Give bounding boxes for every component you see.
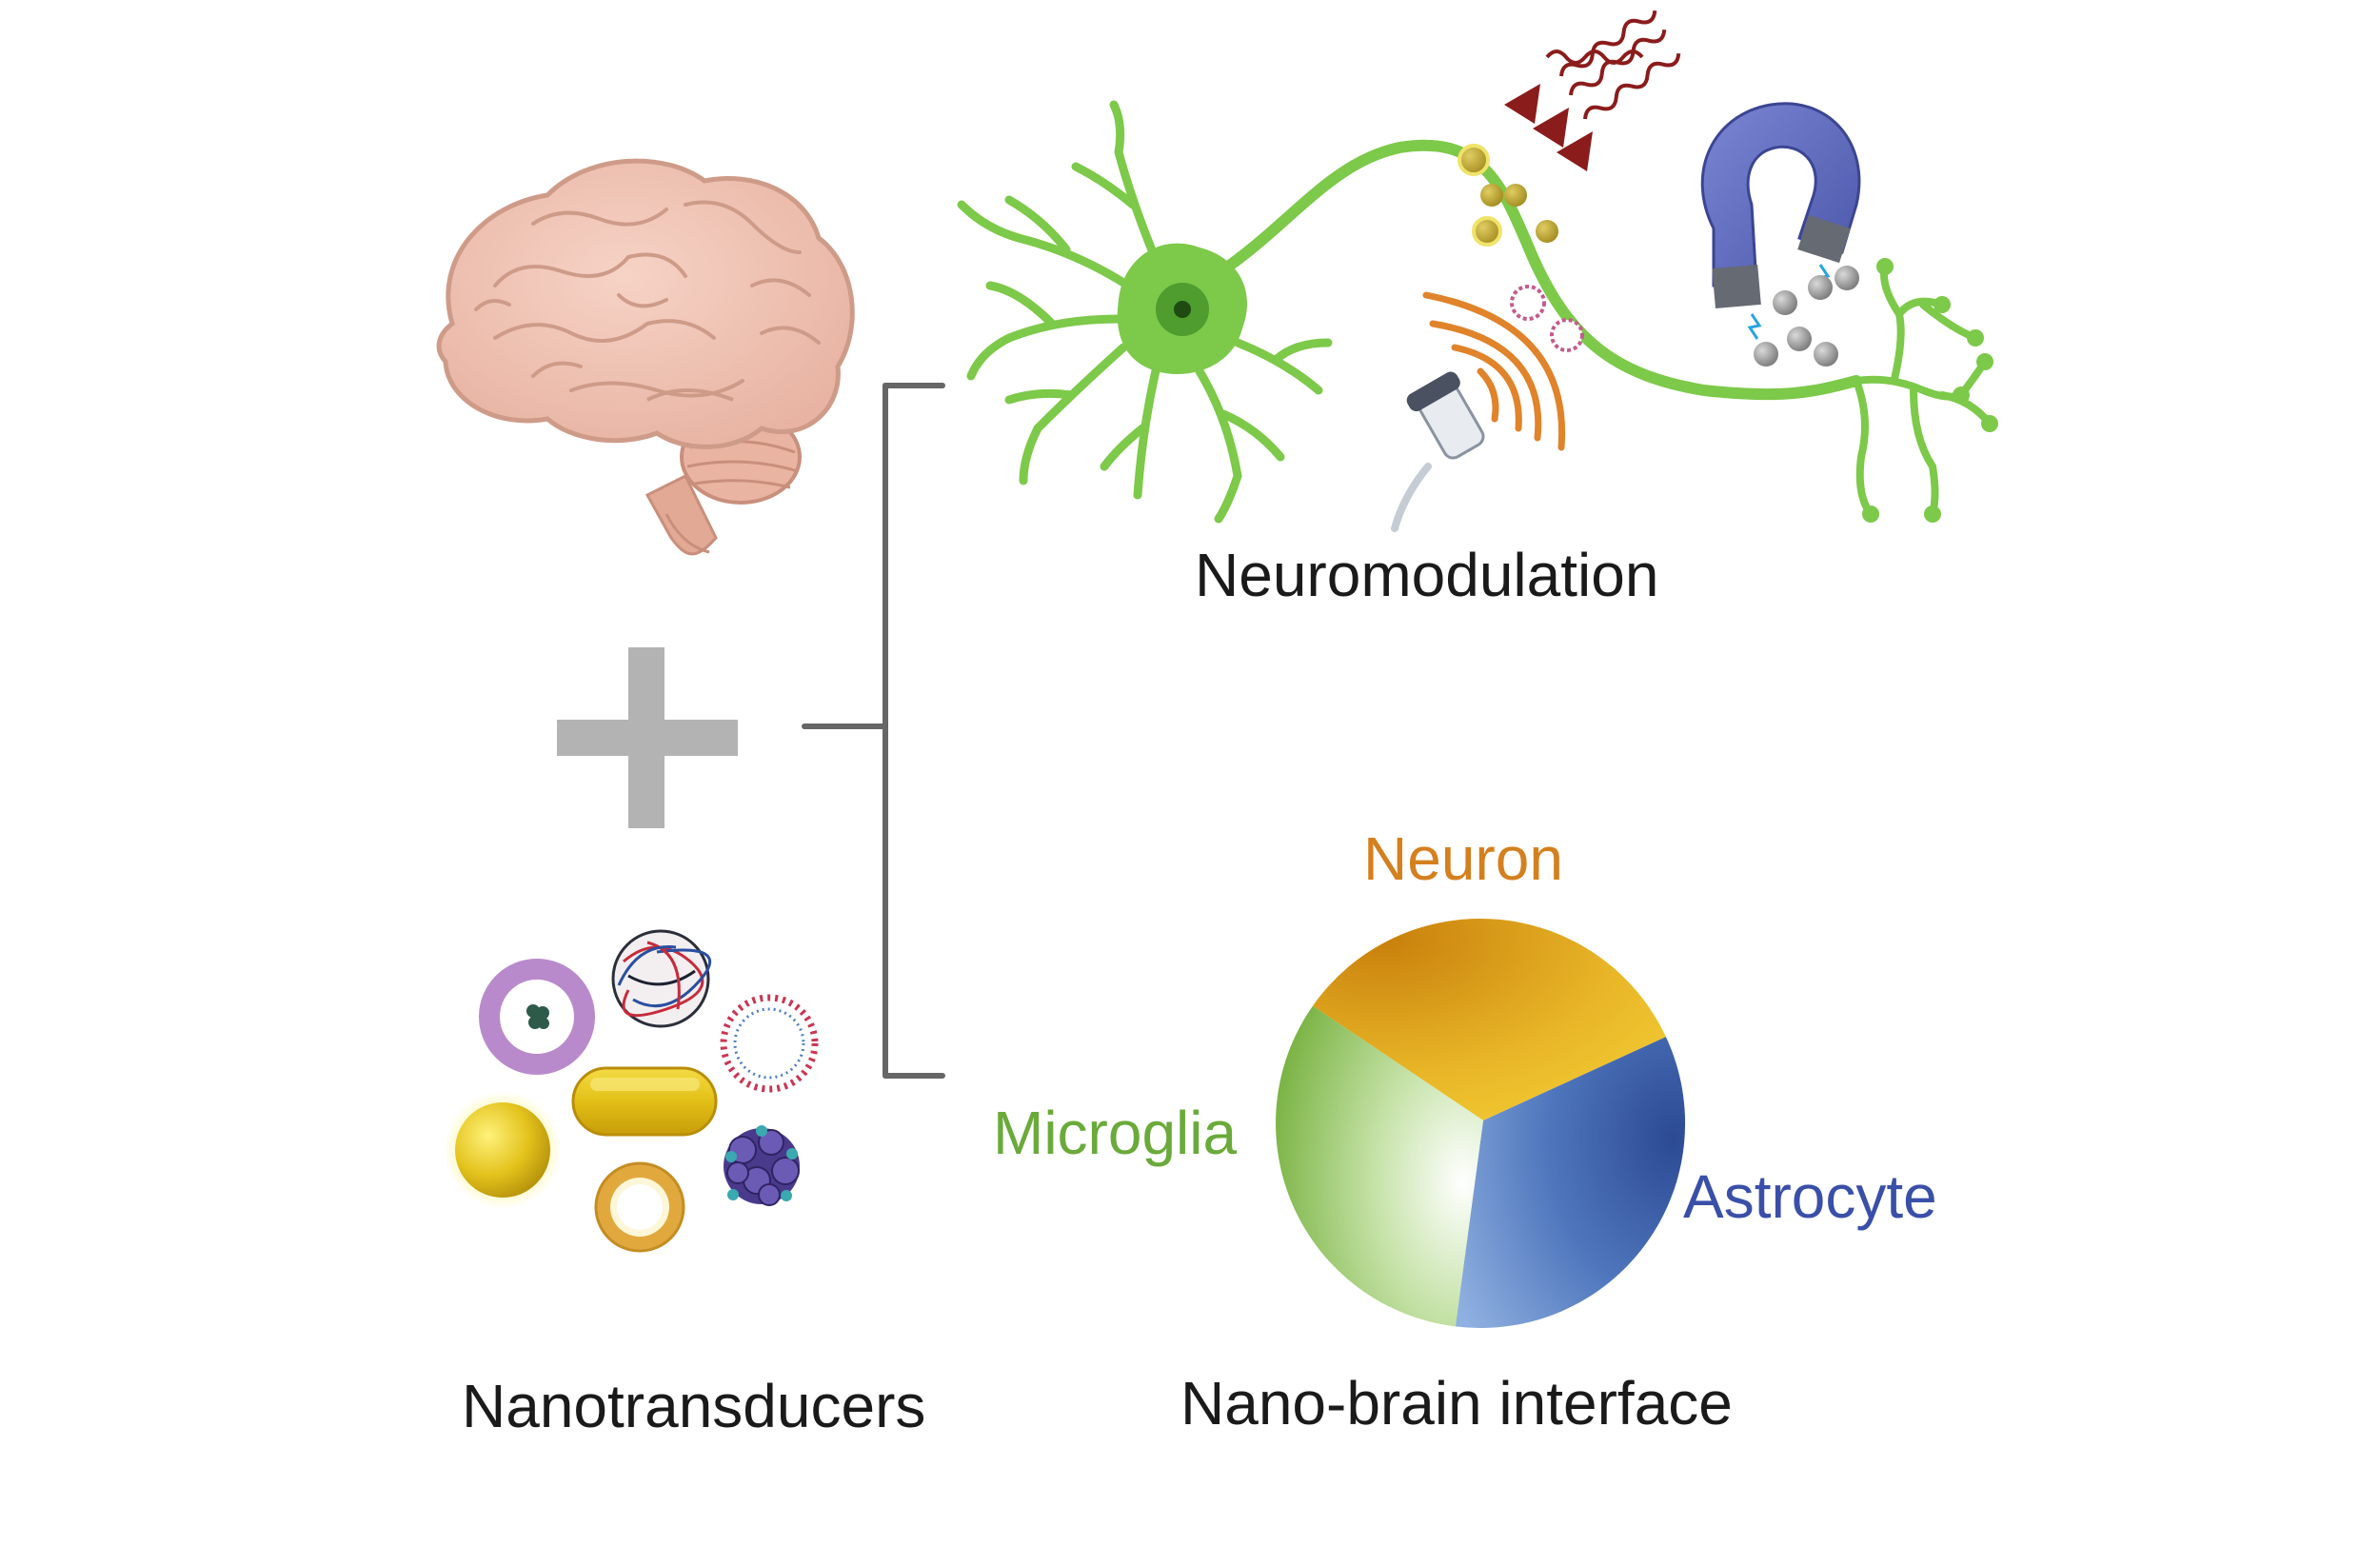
pie-segment-neuron	[1312, 918, 1666, 1120]
astrocyte-label: Astrocyte	[1683, 1162, 1937, 1231]
polymer-nanoparticle	[611, 929, 712, 1028]
liposome	[720, 994, 819, 1093]
bracket-connector	[802, 383, 945, 1079]
gold-nanorod	[571, 1066, 718, 1137]
magnet-icon	[1700, 102, 1861, 367]
plus-icon	[557, 647, 738, 828]
cell-types-pie	[1276, 918, 1686, 1329]
nanoparticles-on-axon	[1458, 144, 1584, 352]
light-waves-icon	[1504, 10, 1681, 171]
core-shell-particle	[594, 1161, 685, 1253]
neuromodulation-label: Neuromodulation	[1195, 541, 1659, 609]
mesoporous-shell-particle	[479, 959, 595, 1075]
microglia-label: Microglia	[993, 1099, 1238, 1167]
gold-nanosphere	[444, 1091, 562, 1209]
pie-segment-astrocyte	[1455, 1037, 1686, 1329]
ultrasound-probe-icon	[1391, 291, 1566, 532]
neuron-icon	[957, 100, 1998, 524]
nanotransducers-icon	[444, 929, 819, 1253]
protein-cage-particle	[724, 1125, 800, 1206]
nanotransducers-label: Nanotransducers	[462, 1372, 926, 1440]
neuron-label: Neuron	[1363, 824, 1563, 893]
pie-segment-microglia	[1276, 1005, 1483, 1327]
brain-icon	[436, 158, 855, 556]
nano-brain-interface-label: Nano-brain interface	[1180, 1369, 1733, 1437]
